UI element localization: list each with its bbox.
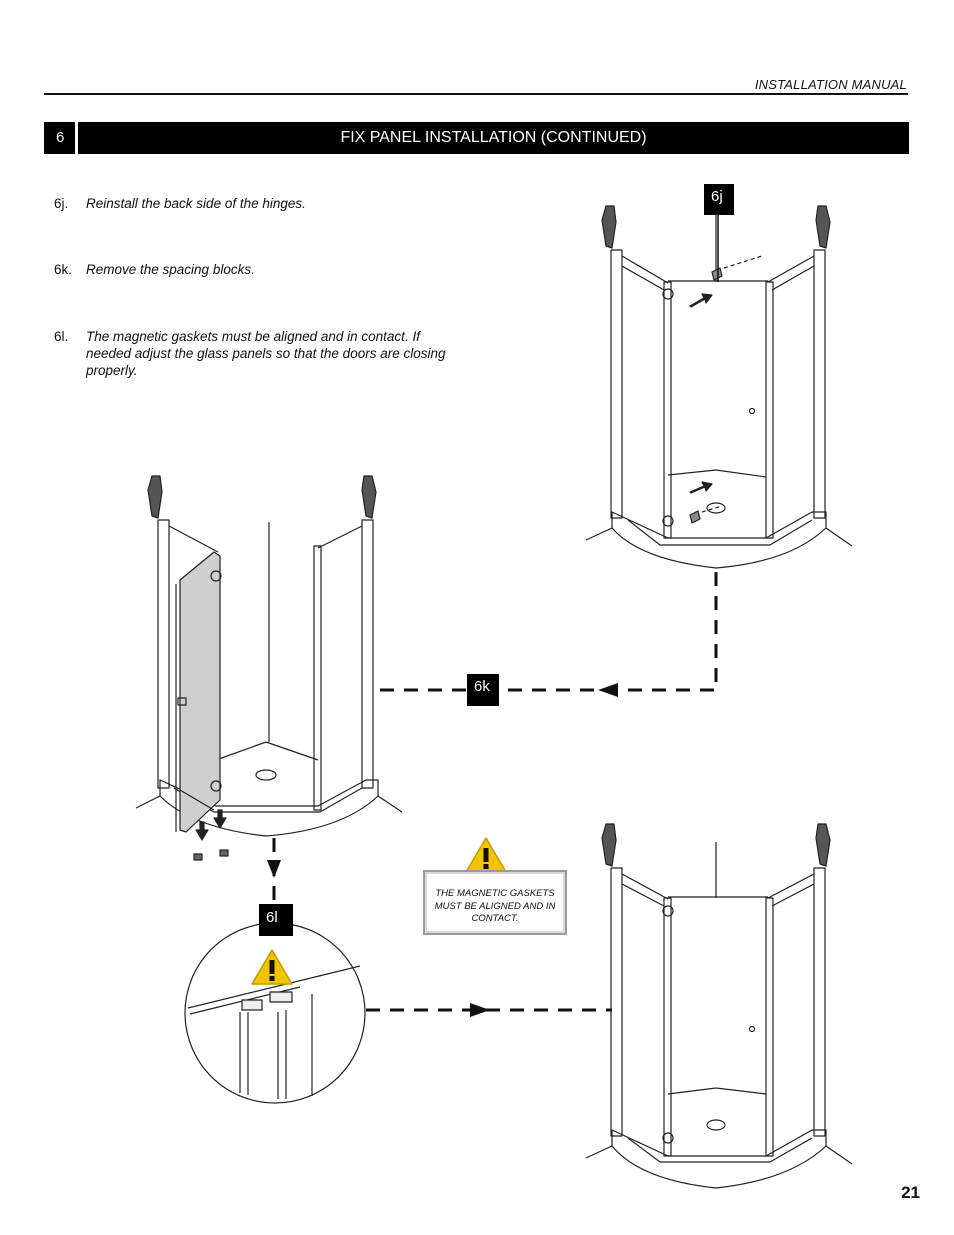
step-text: The magnetic gaskets must be aligned and… [86,329,446,378]
section-number: 6 [44,122,75,154]
step-text: Reinstall the back side of the hinges. [86,196,306,211]
step-code: 6j. [54,196,69,211]
connector-arrow-6l [267,860,281,878]
step-code: 6k. [54,262,73,277]
gasket-detail-circle [184,922,366,1104]
section-header: 6 FIX PANEL INSTALLATION (CONTINUED) [44,122,909,154]
shower-figure-final [585,823,853,1189]
warning-triangle-icon [465,837,507,873]
step-text: Remove the spacing blocks. [86,262,255,277]
connector-arrow-6k [598,683,618,697]
manual-title: INSTALLATION MANUAL [754,77,907,92]
figure-tag-6l: 6l [259,904,293,936]
section-title: FIX PANEL INSTALLATION (CONTINUED) [78,122,909,154]
figure-tag-6k: 6k [467,674,499,706]
page-number: 21 [901,1183,920,1202]
warning-text: THE MAGNETIC GASKETS MUST BE ALIGNED AND… [434,888,556,924]
warning-triangle-icon [251,949,293,985]
connector-lines [272,572,718,1012]
step-code: 6l. [54,329,69,344]
header-rule [44,93,908,95]
connector-arrow-final [470,1003,490,1017]
shower-figure-6j [585,205,853,569]
warning-callout: THE MAGNETIC GASKETS MUST BE ALIGNED AND… [423,870,567,935]
shower-figure-6k [135,475,403,861]
figure-tag-6j: 6j [704,184,734,215]
